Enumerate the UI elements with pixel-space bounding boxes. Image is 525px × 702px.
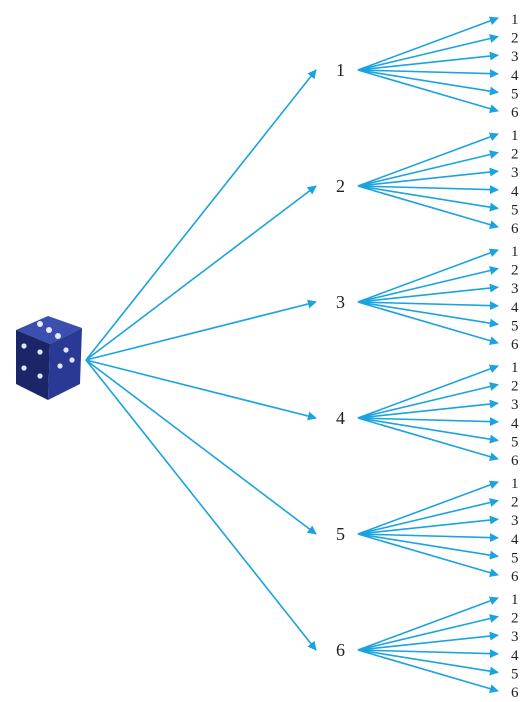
outcome-arrow	[357, 69, 499, 114]
outcome-arrow	[357, 649, 499, 694]
outcome-arrow	[357, 649, 499, 659]
branch-arrow	[85, 299, 317, 361]
outcome-arrow	[357, 498, 499, 535]
second-roll-label: 5	[511, 666, 519, 682]
second-roll-label: 3	[511, 165, 519, 181]
outcome-arrow	[357, 16, 499, 71]
first-roll-label: 4	[336, 408, 345, 428]
second-roll-label: 2	[511, 379, 519, 395]
second-roll-label: 6	[511, 685, 519, 701]
first-roll-label: 3	[336, 292, 345, 312]
second-roll-label: 2	[511, 495, 519, 511]
outcome-arrow	[357, 185, 499, 230]
second-roll-label: 4	[511, 532, 519, 548]
outcome-arrow	[357, 301, 499, 346]
second-roll-label: 1	[511, 128, 519, 144]
second-roll-label: 2	[511, 611, 519, 627]
second-roll-label: 5	[511, 434, 519, 450]
branch-arrow	[85, 359, 317, 421]
outcome-arrow	[357, 364, 499, 419]
outcome-arrow	[357, 515, 499, 535]
branch-arrow	[85, 359, 317, 535]
outcome-arrow	[357, 399, 499, 419]
second-roll-label: 1	[511, 12, 519, 28]
outcome-arrow	[357, 533, 499, 560]
outcome-arrow	[357, 649, 499, 676]
second-roll-label: 4	[511, 68, 519, 84]
outcome-arrow	[357, 596, 499, 651]
outcome-arrow	[357, 631, 499, 651]
branch-arrow	[85, 69, 317, 361]
second-roll-label: 6	[511, 221, 519, 237]
second-roll-label: 3	[511, 397, 519, 413]
outcome-arrow	[357, 533, 499, 543]
second-roll-label: 5	[511, 202, 519, 218]
second-roll-label: 6	[511, 105, 519, 121]
outcome-arrow	[357, 382, 499, 419]
outcome-arrow	[357, 185, 499, 195]
outcome-arrow	[357, 69, 499, 79]
outcome-arrow	[357, 185, 499, 212]
outcome-arrow	[357, 480, 499, 535]
second-roll-label: 3	[511, 513, 519, 529]
outcome-arrow	[357, 301, 499, 328]
second-roll-label: 5	[511, 86, 519, 102]
second-roll-label: 3	[511, 629, 519, 645]
second-roll-label: 2	[511, 31, 519, 47]
outcome-arrow	[357, 301, 499, 311]
outcome-arrow	[357, 417, 499, 427]
second-roll-label: 1	[511, 360, 519, 376]
second-roll-label: 3	[511, 49, 519, 65]
first-roll-label: 6	[336, 640, 345, 660]
outcome-arrow	[357, 132, 499, 187]
branch-arrow	[85, 359, 317, 651]
second-roll-label: 4	[511, 648, 519, 664]
outcome-arrow	[357, 533, 499, 578]
second-roll-label: 1	[511, 476, 519, 492]
second-roll-label: 6	[511, 569, 519, 585]
second-roll-label: 6	[511, 337, 519, 353]
first-roll-label: 1	[336, 60, 345, 80]
outcome-arrow	[357, 283, 499, 303]
second-roll-label: 4	[511, 300, 519, 316]
first-roll-label: 5	[336, 524, 345, 544]
first-roll-label: 2	[336, 176, 345, 196]
second-roll-label: 4	[511, 184, 519, 200]
second-roll-label: 2	[511, 263, 519, 279]
die-icon	[12, 316, 84, 400]
outcome-arrow	[357, 51, 499, 71]
second-roll-label: 1	[511, 592, 519, 608]
outcome-arrow	[357, 150, 499, 187]
second-roll-label: 5	[511, 550, 519, 566]
second-roll-label: 3	[511, 281, 519, 297]
outcome-arrow	[357, 34, 499, 71]
second-roll-label: 4	[511, 416, 519, 432]
outcome-arrow	[357, 69, 499, 96]
outcome-arrow	[357, 167, 499, 187]
outcome-arrow	[357, 417, 499, 444]
outcome-arrow	[357, 248, 499, 303]
outcome-arrow	[357, 614, 499, 651]
outcome-arrow	[357, 417, 499, 462]
second-roll-label: 2	[511, 147, 519, 163]
outcome-arrow	[357, 266, 499, 303]
second-roll-label: 6	[511, 453, 519, 469]
branch-arrow	[85, 185, 317, 361]
second-roll-label: 5	[511, 318, 519, 334]
second-roll-label: 1	[511, 244, 519, 260]
